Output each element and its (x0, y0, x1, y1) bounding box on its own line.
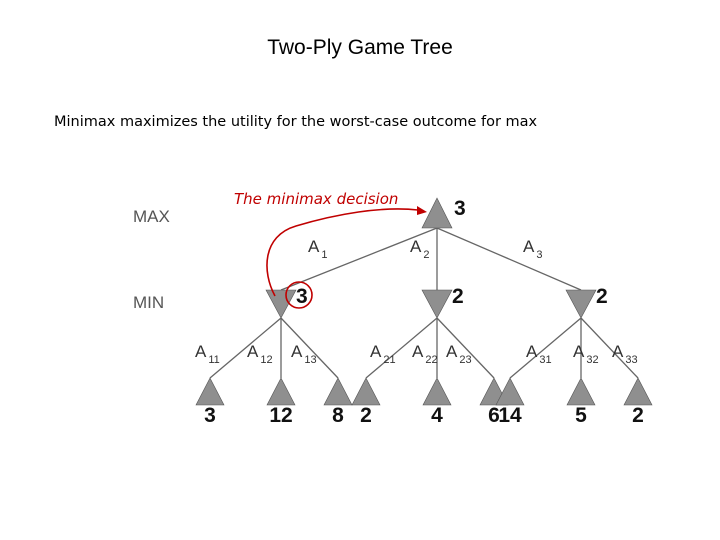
decision-arrowhead (417, 206, 427, 215)
slide-subtitle: Minimax maximizes the utility for the wo… (54, 114, 538, 130)
min-node-value-1: 3 (296, 285, 308, 308)
leaf-node-1-3 (323, 377, 353, 406)
min-node-1 (265, 289, 297, 319)
leaf-node-3-3 (623, 377, 653, 406)
leaf-value-1-2: 12 (269, 404, 292, 427)
minimax-decision-annotation: The minimax decision (234, 190, 398, 208)
max-root-value: 3 (454, 197, 466, 220)
min-node-3 (565, 289, 597, 319)
leaf-node-2-2 (422, 377, 452, 406)
leaf-node-1-1 (195, 377, 225, 406)
leaf-value-1-1: 3 (204, 404, 216, 427)
highlight-circle (285, 281, 313, 309)
min-node-value-2: 2 (452, 285, 464, 308)
slide-title: Two-Ply Game Tree (267, 36, 453, 59)
min2-leaf-edge-3 (436, 317, 495, 379)
leaf-value-3-3: 2 (632, 404, 644, 427)
min1-leaf-edge-1 (209, 317, 282, 379)
tree-nodes (195, 197, 653, 406)
leaf-value-3-2: 5 (575, 404, 587, 427)
min1-leaf-edge-3 (280, 317, 339, 379)
decision-arrow (266, 208, 419, 297)
leaf-node-2-1 (351, 377, 381, 406)
min3-leaf-edge-3 (580, 317, 639, 379)
min-node-value-3: 2 (596, 285, 608, 308)
leaf-value-2-1: 2 (360, 404, 372, 427)
tree-edges (209, 227, 639, 379)
leaf-value-3-1: 14 (498, 404, 522, 427)
min2-leaf-edge-1 (365, 317, 438, 379)
leaf-node-3-1 (495, 377, 525, 406)
leaf-value-1-3: 8 (332, 404, 344, 427)
min-level-label: MIN (133, 293, 164, 312)
root-edge-1 (280, 227, 438, 291)
root-edge-3 (436, 227, 582, 291)
leaf-node-1-2 (266, 377, 296, 406)
leaf-value-2-2: 4 (431, 404, 443, 427)
leaf-node-3-2 (566, 377, 596, 406)
leaf-value-2-3: 6 (488, 404, 500, 427)
min-node-2 (421, 289, 453, 319)
max-level-label: MAX (133, 207, 170, 226)
min3-leaf-edge-1 (509, 317, 582, 379)
max-root-node (421, 197, 453, 229)
